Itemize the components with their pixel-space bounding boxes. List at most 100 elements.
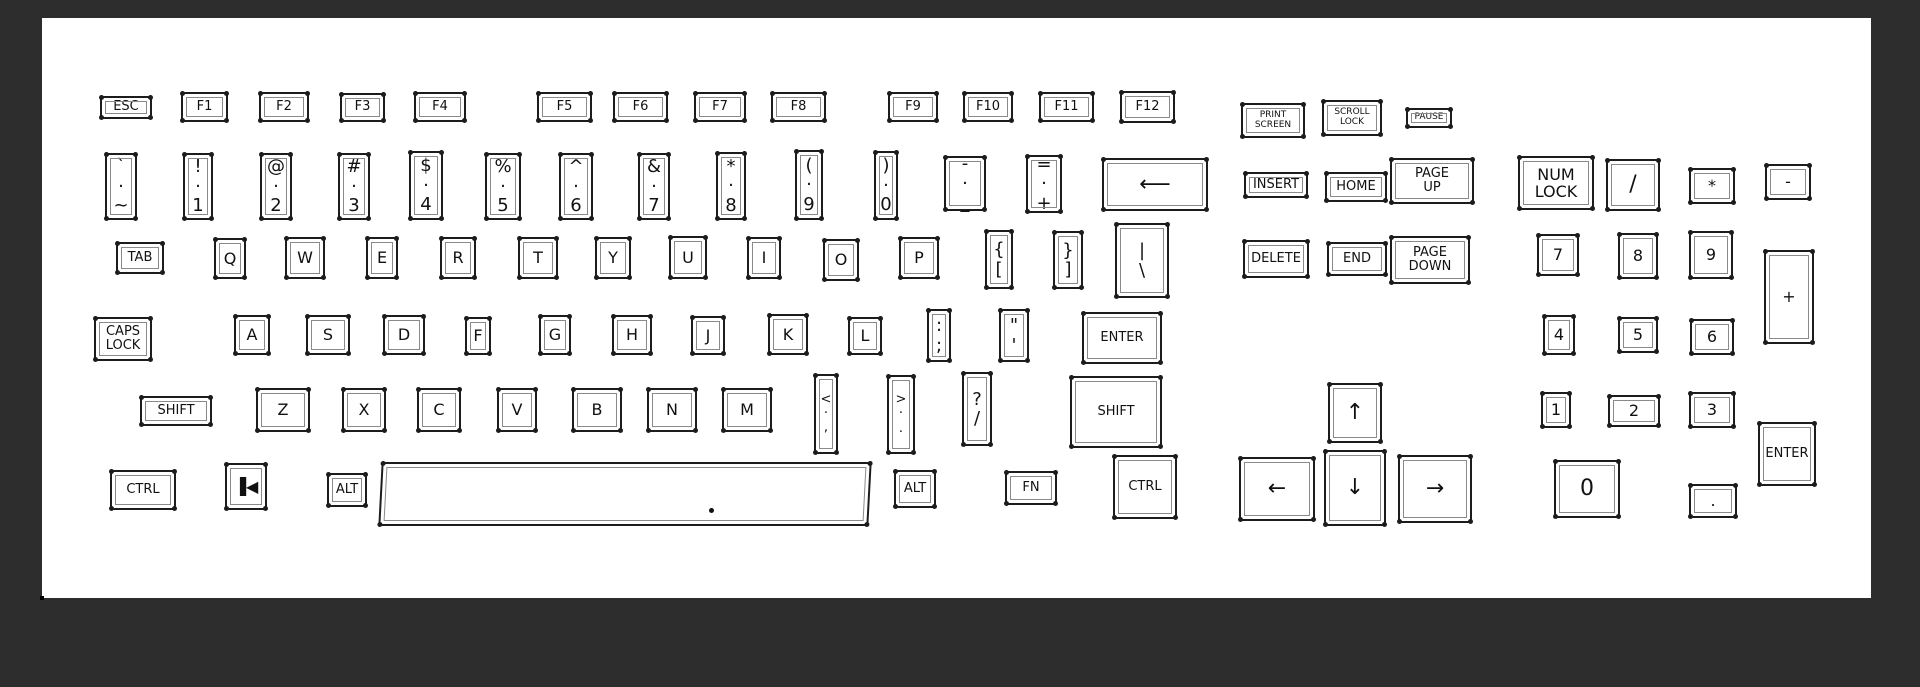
key-right-brace[interactable]: } ] [1052,230,1084,290]
key-h[interactable]: H [611,314,653,356]
key-l[interactable]: L [847,316,883,356]
key-pause[interactable]: PAUSE [1405,107,1453,129]
key-fn[interactable]: FN [1004,470,1058,506]
key-b[interactable]: B [571,387,623,433]
key-numpad-0[interactable]: 0 [1553,459,1621,519]
key-right-ctrl[interactable]: CTRL [1112,454,1178,520]
key-p[interactable]: P [898,236,940,280]
key-left-ctrl[interactable]: CTRL [109,469,177,511]
key-home[interactable]: HOME [1324,171,1388,203]
key-t[interactable]: T [517,236,559,280]
key-left-brace[interactable]: { [ [984,229,1014,290]
key-caps-lock[interactable]: CAPS LOCK [93,316,153,362]
key-f12[interactable]: F12 [1119,90,1176,124]
key-r[interactable]: R [439,236,477,280]
key-f7[interactable]: F7 [693,91,747,123]
key-d[interactable]: D [382,314,426,356]
key-4[interactable]: $ · 4 [408,150,444,221]
key-s[interactable]: S [305,314,351,356]
key-scroll-lock[interactable]: SCROLL LOCK [1321,99,1383,137]
key-e[interactable]: E [365,236,399,280]
key-numpad-7[interactable]: 7 [1536,233,1580,277]
key-numpad-multiply[interactable]: * [1688,167,1736,205]
key-numpad-6[interactable]: 6 [1689,318,1735,356]
key-i[interactable]: I [746,236,782,280]
key-o[interactable]: O [822,238,860,282]
key-x[interactable]: X [341,387,387,433]
key-g[interactable]: G [538,314,572,356]
key-enter[interactable]: ENTER [1081,311,1163,365]
key-minus[interactable]: - · _ [943,154,987,212]
key-f11[interactable]: F11 [1038,91,1095,123]
key-numpad-8[interactable]: 8 [1617,232,1659,280]
key-numpad-2[interactable]: 2 [1607,394,1661,428]
key-page-up[interactable]: PAGE UP [1389,157,1475,205]
key-z[interactable]: Z [255,387,311,433]
key-f8[interactable]: F8 [770,91,827,123]
key-right-shift[interactable]: SHIFT [1069,375,1163,449]
key-backtick[interactable]: ` · ~ [104,152,138,221]
key-f6[interactable]: F6 [612,91,669,123]
key-1[interactable]: ! · 1 [182,152,214,221]
key-n[interactable]: N [646,387,698,433]
key-0[interactable]: ) · 0 [873,150,899,221]
key-q[interactable]: Q [213,237,247,280]
key-numpad-1[interactable]: 1 [1540,391,1572,429]
key-f5[interactable]: F5 [536,91,593,123]
key-arrow-right[interactable]: → [1397,454,1473,524]
key-windows[interactable]: ▐◀ [224,462,268,511]
key-m[interactable]: M [721,387,773,433]
key-delete[interactable]: DELETE [1242,239,1310,279]
key-quote[interactable]: " ' [998,308,1030,363]
key-3[interactable]: # · 3 [337,152,371,221]
key-arrow-left[interactable]: ← [1238,456,1316,522]
key-numpad-decimal[interactable]: . [1688,483,1738,519]
key-num-lock[interactable]: NUM LOCK [1517,155,1595,211]
key-comma[interactable]: < · , [813,373,839,455]
key-print-screen[interactable]: PRINT SCREEN [1240,102,1306,139]
key-esc[interactable]: ESC [99,95,153,120]
key-5[interactable]: % · 5 [484,152,522,221]
key-k[interactable]: K [767,313,809,356]
key-right-alt[interactable]: ALT [893,469,937,509]
key-numpad-plus[interactable]: + [1763,249,1815,345]
key-numpad-9[interactable]: 9 [1688,230,1734,280]
key-left-alt[interactable]: ALT [326,472,368,508]
key-insert[interactable]: INSERT [1243,171,1309,199]
key-f10[interactable]: F10 [962,91,1014,123]
key-numpad-5[interactable]: 5 [1617,316,1659,354]
key-left-shift[interactable]: SHIFT [139,395,213,427]
key-numpad-minus[interactable]: - [1764,163,1812,201]
key-8[interactable]: * · 8 [715,151,747,221]
key-7[interactable]: & · 7 [637,152,671,221]
key-w[interactable]: W [284,236,326,280]
key-backspace[interactable]: ⟵ [1101,157,1209,212]
key-space[interactable] [377,461,873,527]
key-numpad-3[interactable]: 3 [1688,391,1736,429]
key-9[interactable]: ( · 9 [794,149,824,221]
key-f3[interactable]: F3 [339,92,386,123]
key-equals[interactable]: = · + [1025,154,1063,214]
key-6[interactable]: ^ · 6 [558,152,594,221]
key-numpad-4[interactable]: 4 [1542,314,1576,356]
key-u[interactable]: U [668,235,708,280]
key-slash[interactable]: ? / [961,371,993,447]
key-2[interactable]: @ · 2 [259,152,293,221]
key-f2[interactable]: F2 [258,91,310,123]
key-v[interactable]: V [496,387,538,433]
key-f9[interactable]: F9 [887,91,939,123]
key-c[interactable]: C [416,387,462,433]
key-numpad-enter[interactable]: ENTER [1757,421,1817,487]
key-period[interactable]: > · . [886,374,916,455]
key-backslash[interactable]: | \ [1114,222,1170,299]
key-a[interactable]: A [233,314,271,356]
key-f1[interactable]: F1 [180,91,229,123]
key-f[interactable]: F [464,316,492,356]
key-arrow-up[interactable]: ↑ [1327,382,1383,444]
key-arrow-down[interactable]: ↓ [1323,449,1387,527]
key-tab[interactable]: TAB [115,241,165,275]
key-page-down[interactable]: PAGE DOWN [1389,235,1471,285]
key-semicolon[interactable]: : ; [926,308,952,363]
key-j[interactable]: J [690,315,726,356]
key-y[interactable]: Y [594,236,632,280]
